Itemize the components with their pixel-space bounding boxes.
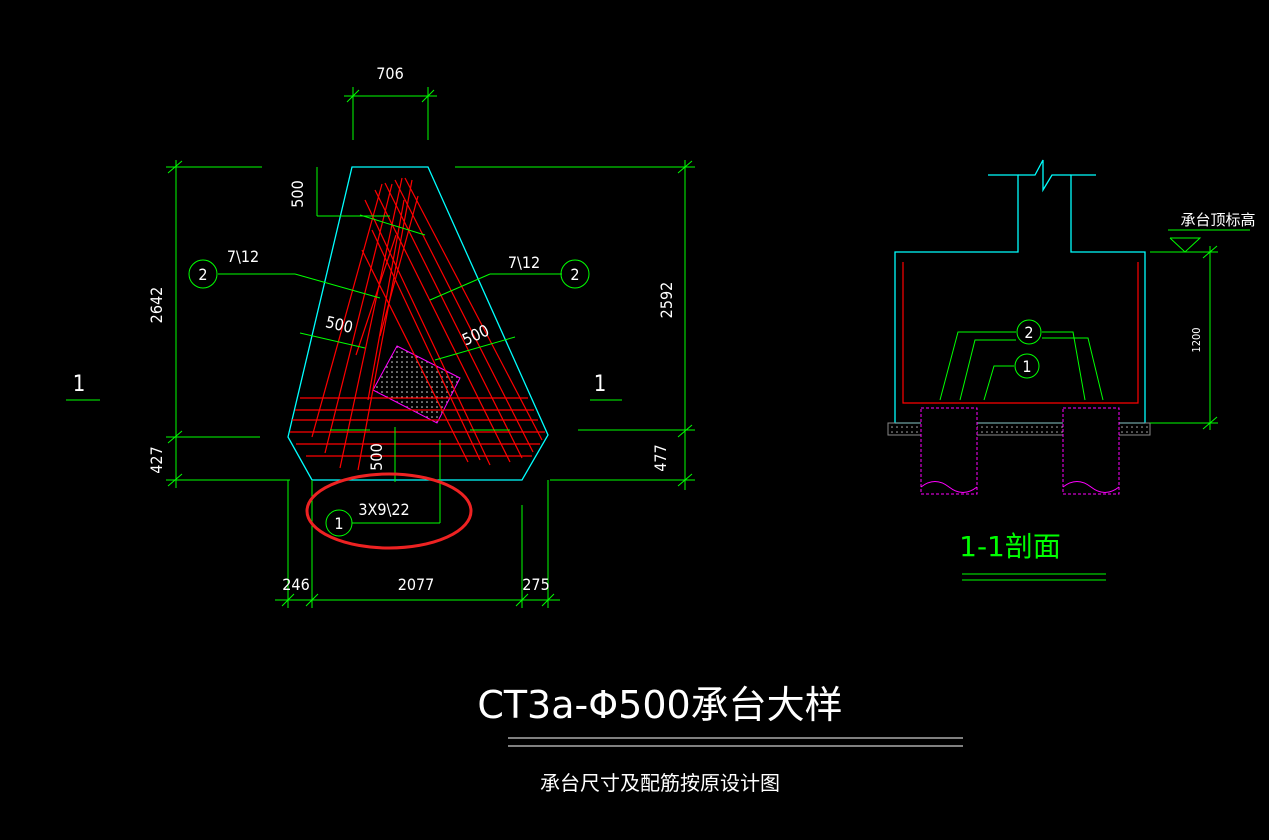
rebar-label-left: 7\12 xyxy=(227,247,259,266)
plan-dimension-lines xyxy=(66,87,695,608)
dim-bottom-middle: 2077 xyxy=(398,575,435,594)
section-marker-bottom: 1 xyxy=(1022,357,1031,376)
marker-left: 2 xyxy=(198,265,207,284)
highlight-ellipse xyxy=(305,472,473,550)
pile-hatch xyxy=(372,345,461,424)
section-height-dim: 1200 xyxy=(1190,327,1203,352)
rebar-right-band xyxy=(361,177,543,466)
section-view: 承台顶标高 1200 2 1 1-1剖面 xyxy=(887,159,1256,581)
plan-view: 706 500 2642 2592 427 477 500 500 500 24… xyxy=(66,64,695,608)
cap-outline xyxy=(287,166,549,481)
section-mark-right: 1 xyxy=(594,372,607,397)
rebar-bottom-band xyxy=(290,397,545,457)
section-marker-top: 2 xyxy=(1024,323,1033,342)
blinding-hatch xyxy=(889,424,1149,434)
marker-circle-left xyxy=(188,259,218,289)
dim-top-width: 706 xyxy=(376,64,403,83)
drawing-note: 承台尺寸及配筋按原设计图 xyxy=(540,771,780,795)
section-piles xyxy=(920,407,1120,495)
dim-bottom-band: 500 xyxy=(367,443,386,470)
marker-circle-bottom xyxy=(325,509,353,537)
rebar-label-bottom: 3X9\22 xyxy=(358,500,409,519)
dim-bottom-left: 246 xyxy=(282,575,309,594)
dim-right-height: 2592 xyxy=(657,282,676,319)
dim-left-height: 2642 xyxy=(147,287,166,324)
marker-bottom: 1 xyxy=(334,514,343,533)
drawing-title: CT3a-Φ500承台大样 xyxy=(477,683,842,727)
dim-right-bottom: 477 xyxy=(651,444,670,471)
marker-circle-right xyxy=(560,259,590,289)
dim-left-band: 500 xyxy=(324,312,355,337)
dim-left-bottom: 427 xyxy=(147,446,166,473)
rebar-label-right: 7\12 xyxy=(508,253,540,272)
section-title: 1-1剖面 xyxy=(959,530,1061,563)
section-mark-left: 1 xyxy=(73,372,86,397)
title-block: CT3a-Φ500承台大样 承台尺寸及配筋按原设计图 xyxy=(477,683,963,795)
section-rebar-green xyxy=(939,331,1104,401)
dim-top-depth: 500 xyxy=(288,180,307,207)
elevation-label: 承台顶标高 xyxy=(1180,211,1255,229)
marker-right: 2 xyxy=(570,265,579,284)
dim-bottom-right: 275 xyxy=(522,575,549,594)
